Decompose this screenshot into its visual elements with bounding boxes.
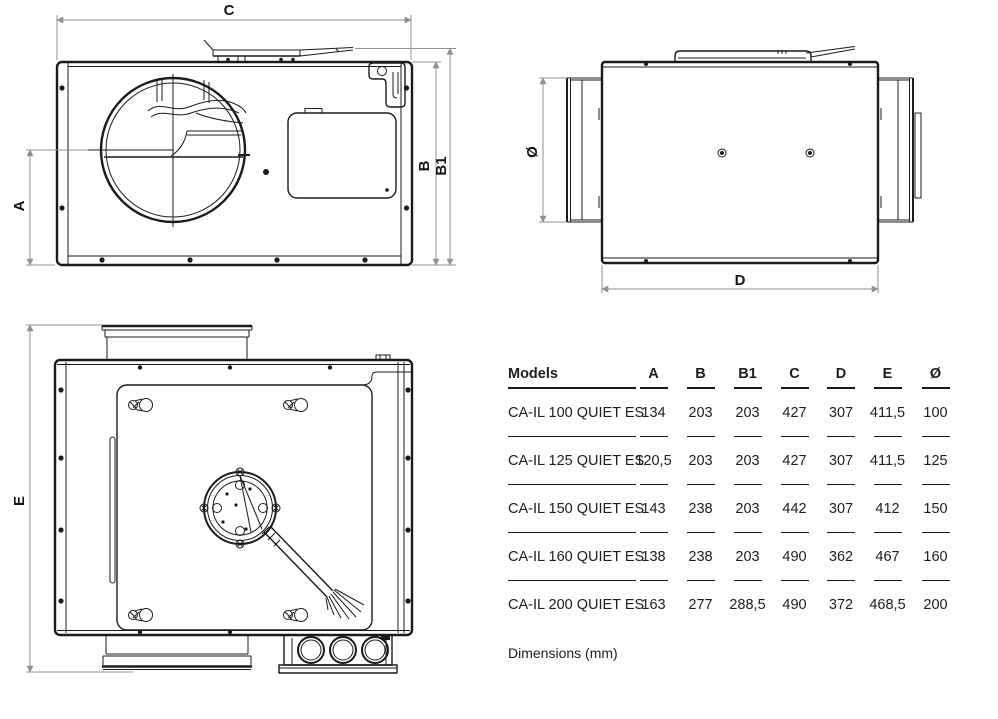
front-view-drawing: C: [11, 2, 456, 267]
mounting-plate: [109, 371, 412, 631]
cover-screws: [717, 148, 815, 158]
dim-value-c: 490: [771, 533, 818, 581]
dim-label-e: E: [11, 496, 28, 506]
duct-spigot-right: [878, 77, 922, 223]
dim-value-c: 442: [771, 485, 818, 533]
dim-value-a: 120,5: [630, 437, 677, 485]
table-row: CA-IL 125 QUIET ES 120,5 203 203 427 307…: [500, 437, 978, 485]
dim-value-b: 238: [677, 485, 724, 533]
dim-value-e: 411,5: [864, 389, 911, 437]
table-header-diameter: Ø: [911, 358, 960, 389]
dim-value-b1: 203: [724, 533, 771, 581]
table-header-a: A: [630, 358, 677, 389]
dim-label-b1: B1: [433, 156, 450, 175]
duct-spigot-top: [101, 324, 253, 360]
table-row: CA-IL 100 QUIET ES 134 203 203 427 307 4…: [500, 389, 978, 437]
dim-value-d: 307: [818, 389, 864, 437]
power-cable: [261, 525, 365, 620]
dim-value-b1: 203: [724, 437, 771, 485]
table-row: CA-IL 200 QUIET ES 163 277 288,5 490 372…: [500, 581, 978, 629]
fan-body-front: [55, 57, 414, 267]
table-header-c: C: [771, 358, 818, 389]
dim-value-diameter: 160: [911, 533, 960, 581]
dim-value-b: 203: [677, 389, 724, 437]
table-header-models: Models: [500, 358, 636, 389]
table-header-row: Models A B B1 C D E Ø: [500, 358, 978, 389]
top-mounting-bracket: [203, 39, 354, 62]
dim-value-diameter: 100: [911, 389, 960, 437]
dim-value-c: 427: [771, 437, 818, 485]
dim-value-e: 411,5: [864, 437, 911, 485]
dim-value-c: 490: [782, 597, 807, 613]
table-header-b: B: [677, 358, 724, 389]
dimension-e: E: [11, 324, 133, 673]
fan-inlet-circle: [86, 74, 250, 227]
keyhole-slots: [128, 398, 308, 622]
dim-value-b: 277: [688, 597, 713, 613]
dim-value-b1: 203: [724, 389, 771, 437]
dim-value-b: 238: [677, 533, 724, 581]
dim-label-d: D: [735, 272, 746, 289]
fan-impeller-detail: [147, 79, 247, 157]
corner-bracket: [368, 62, 406, 108]
keyhole-slot: [283, 398, 308, 412]
keyhole-slot: [283, 608, 308, 622]
dim-value-diameter: 150: [911, 485, 960, 533]
table-row: CA-IL 160 QUIET ES 138 238 203 490 362 4…: [500, 533, 978, 581]
motor-plate: [199, 467, 281, 549]
dim-value-d: 372: [828, 597, 854, 613]
dimension-b1: B1: [355, 47, 456, 266]
cable-wires: [325, 588, 365, 620]
cable-knockouts: [297, 636, 389, 664]
model-name: CA-IL 200 QUIET ES: [508, 597, 645, 613]
table-header-e: E: [864, 358, 911, 389]
dim-value-a: 143: [630, 485, 677, 533]
dim-value-d: 362: [818, 533, 864, 581]
fan-body-back: [53, 354, 414, 637]
model-name: CA-IL 125 QUIET ES: [500, 437, 644, 485]
dim-value-a: 163: [641, 597, 666, 613]
table-header-d: D: [818, 358, 864, 389]
model-name: CA-IL 150 QUIET ES: [500, 485, 644, 533]
motor-plate-screws: [199, 467, 281, 549]
dim-value-e: 467: [864, 533, 911, 581]
dim-value-b: 203: [677, 437, 724, 485]
dim-label-c: C: [224, 2, 235, 19]
fan-body-top: [598, 60, 882, 265]
duct-spigot-left: [566, 77, 602, 223]
duct-spigot-bottom: [102, 635, 252, 670]
dim-label-b: B: [416, 160, 433, 171]
dim-value-c: 427: [771, 389, 818, 437]
dim-value-e: 468,5: [869, 597, 906, 613]
dimensions-table: Models A B B1 C D E Ø CA-IL 100 QUIET ES…: [500, 358, 978, 661]
table-row: CA-IL 150 QUIET ES 143 238 203 442 307 4…: [500, 485, 978, 533]
dim-value-a: 138: [630, 533, 677, 581]
dimension-diameter: Ø: [524, 77, 567, 223]
access-panel: [287, 108, 397, 199]
dim-value-d: 307: [818, 485, 864, 533]
dimensions-footnote: Dimensions (mm): [508, 645, 618, 661]
dim-value-diameter: 125: [911, 437, 960, 485]
terminal-box: [278, 634, 398, 674]
top-view-drawing: Ø D: [524, 46, 922, 293]
table-header-b1: B1: [724, 358, 771, 389]
keyhole-slot: [128, 398, 153, 412]
back-view-drawing: E: [11, 324, 414, 674]
dimension-d: D: [601, 265, 879, 293]
top-bracket: [674, 46, 856, 62]
dim-value-d: 307: [818, 437, 864, 485]
dimension-a: A: [11, 149, 88, 266]
model-name: CA-IL 160 QUIET ES: [500, 533, 644, 581]
keyhole-slot: [128, 608, 153, 622]
dim-value-a: 134: [630, 389, 677, 437]
dim-label-diameter: Ø: [524, 146, 541, 158]
dim-label-a: A: [11, 200, 28, 211]
model-name: CA-IL 100 QUIET ES: [500, 389, 644, 437]
dim-value-b1: 203: [724, 485, 771, 533]
dim-value-b1: 288,5: [729, 597, 766, 613]
dim-value-e: 412: [864, 485, 911, 533]
dim-value-diameter: 200: [923, 597, 948, 613]
dimension-c: C: [56, 2, 412, 60]
